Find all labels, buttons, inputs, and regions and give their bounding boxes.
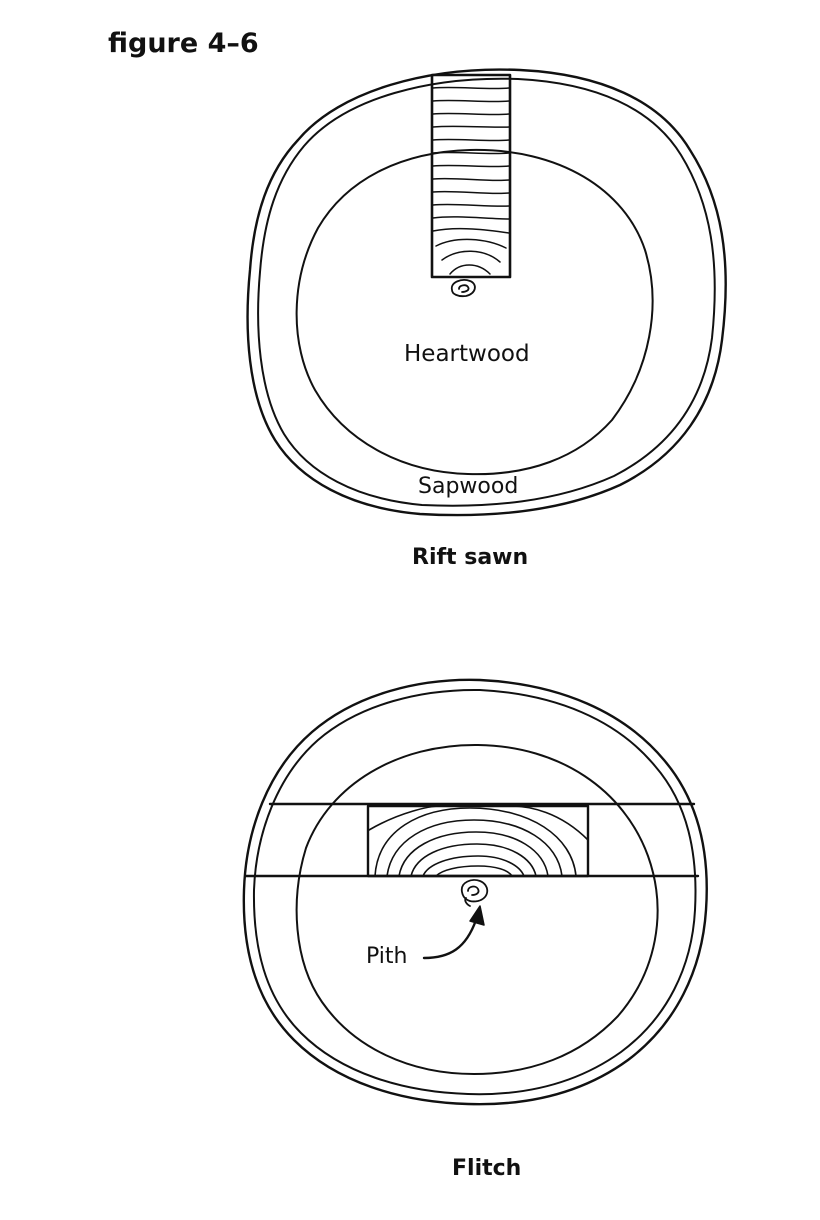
sapwood-label: Sapwood [418, 474, 519, 499]
pith-arrow [422, 918, 478, 960]
rift-sawn-log [246, 68, 727, 517]
flitch-log [242, 678, 708, 1106]
flitch-board-grain [368, 805, 589, 877]
flitch-board [366, 804, 590, 878]
flitch-bark-inner [252, 688, 697, 1096]
rift-bark-outer [246, 68, 727, 517]
figure-title: figure 4–6 [108, 28, 259, 59]
rift-sawn-caption: Rift sawn [412, 545, 529, 570]
rift-board [430, 73, 512, 279]
rift-heartwood-ring [295, 148, 654, 476]
flitch-bark-outer [242, 678, 708, 1106]
rift-pith [450, 279, 476, 298]
flitch-caption: Flitch [452, 1156, 522, 1181]
pith-arrowhead [469, 905, 485, 926]
flitch-heartwood-ring [295, 743, 659, 1075]
flitch-pith [460, 879, 489, 907]
pith-label: Pith [366, 944, 408, 969]
heartwood-label: Heartwood [404, 341, 530, 367]
rift-bark-inner [257, 77, 716, 507]
rift-board-grain [432, 86, 510, 275]
